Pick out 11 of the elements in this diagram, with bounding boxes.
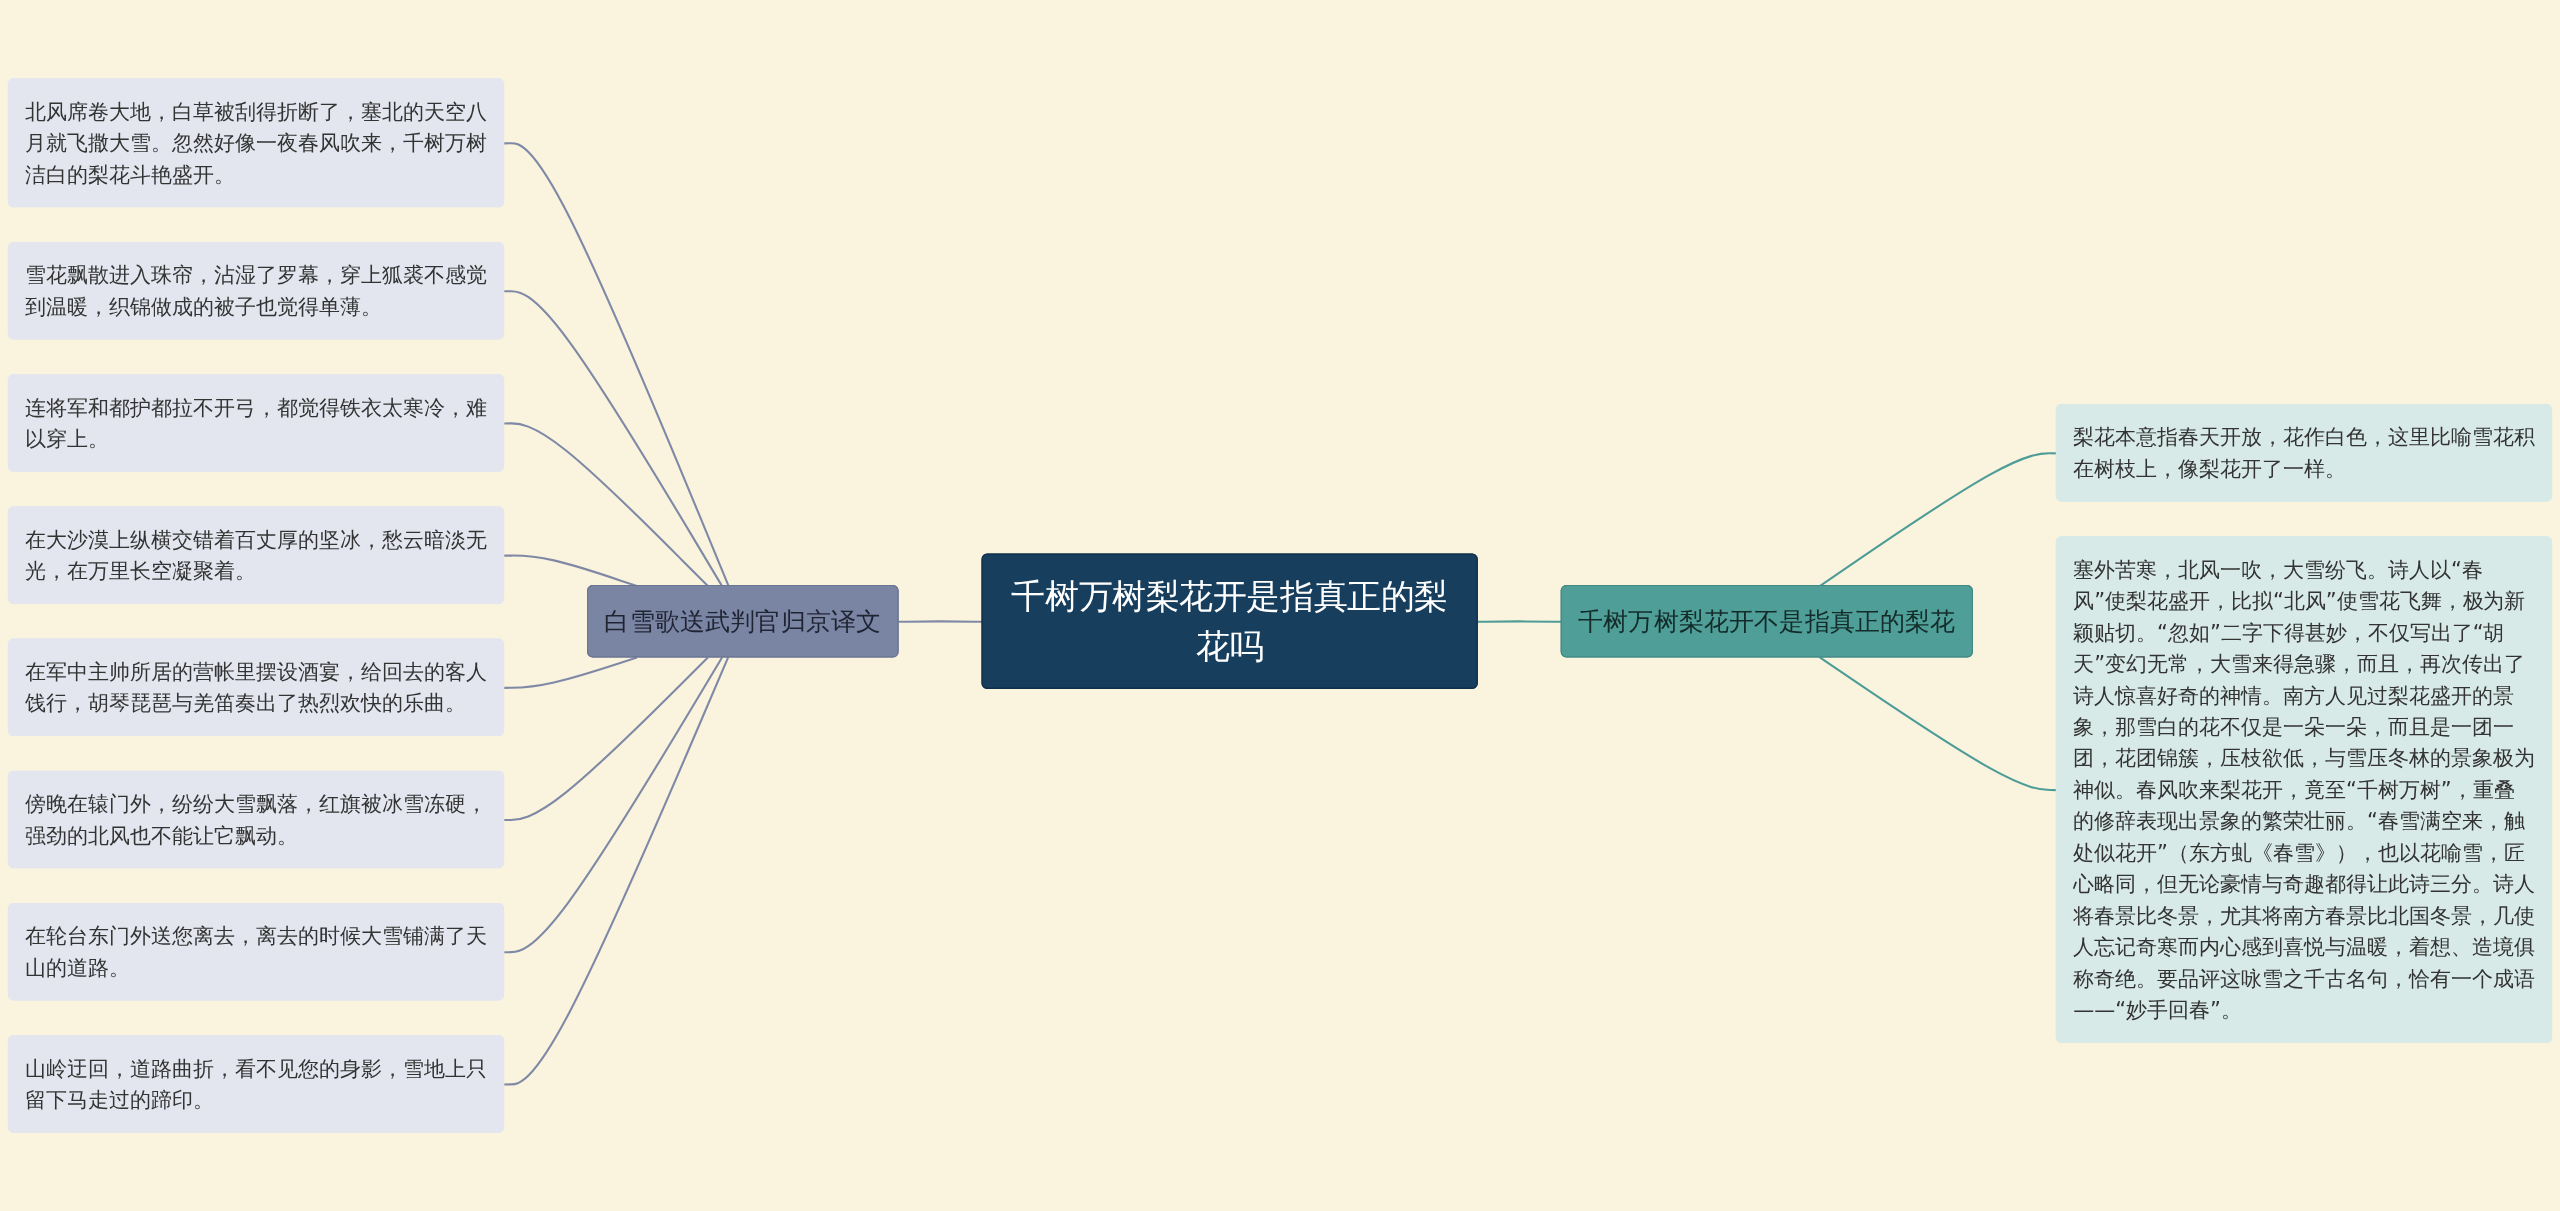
connector: [1819, 656, 2057, 792]
connector: [1819, 452, 2057, 587]
connector: [504, 657, 730, 1086]
connector: [504, 656, 723, 954]
connector: [504, 290, 723, 587]
connector: [504, 656, 709, 822]
connector: [504, 142, 730, 587]
connector: [1477, 620, 1562, 623]
connector: [504, 422, 709, 587]
connector: [898, 620, 983, 623]
connector: [504, 656, 638, 689]
